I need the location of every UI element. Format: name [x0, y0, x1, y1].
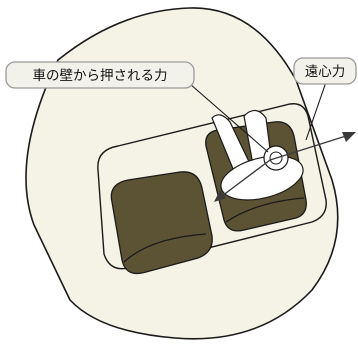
- wall-force-leader: [189, 83, 269, 153]
- passenger-head-inner: [269, 151, 283, 165]
- left-seat-cushion: [110, 171, 213, 275]
- left-seat-divider: [123, 233, 207, 263]
- centrifugal-force-arrow: [269, 135, 347, 161]
- centrifugal-force-callout: 遠心力: [293, 57, 357, 85]
- callout-leaders: [189, 81, 327, 153]
- passenger-left-leg: [211, 114, 253, 177]
- wall-force-callout-box: [5, 61, 195, 89]
- force-arrows: [214, 132, 356, 202]
- centrifugal-force-callout-box: [293, 57, 357, 85]
- right-seat-divider: [225, 197, 305, 223]
- wall-force-arrowhead: [214, 190, 226, 202]
- wall-force-label: 車の壁から押される力: [33, 68, 168, 84]
- centrifugal-force-leader: [305, 81, 327, 141]
- wall-force-callout: 車の壁から押される力: [5, 61, 195, 89]
- centrifugal-force-arrowhead: [342, 132, 356, 142]
- wall-force-arrow: [221, 159, 271, 197]
- left-seat: [110, 171, 213, 275]
- centrifugal-force-label: 遠心力: [305, 64, 346, 80]
